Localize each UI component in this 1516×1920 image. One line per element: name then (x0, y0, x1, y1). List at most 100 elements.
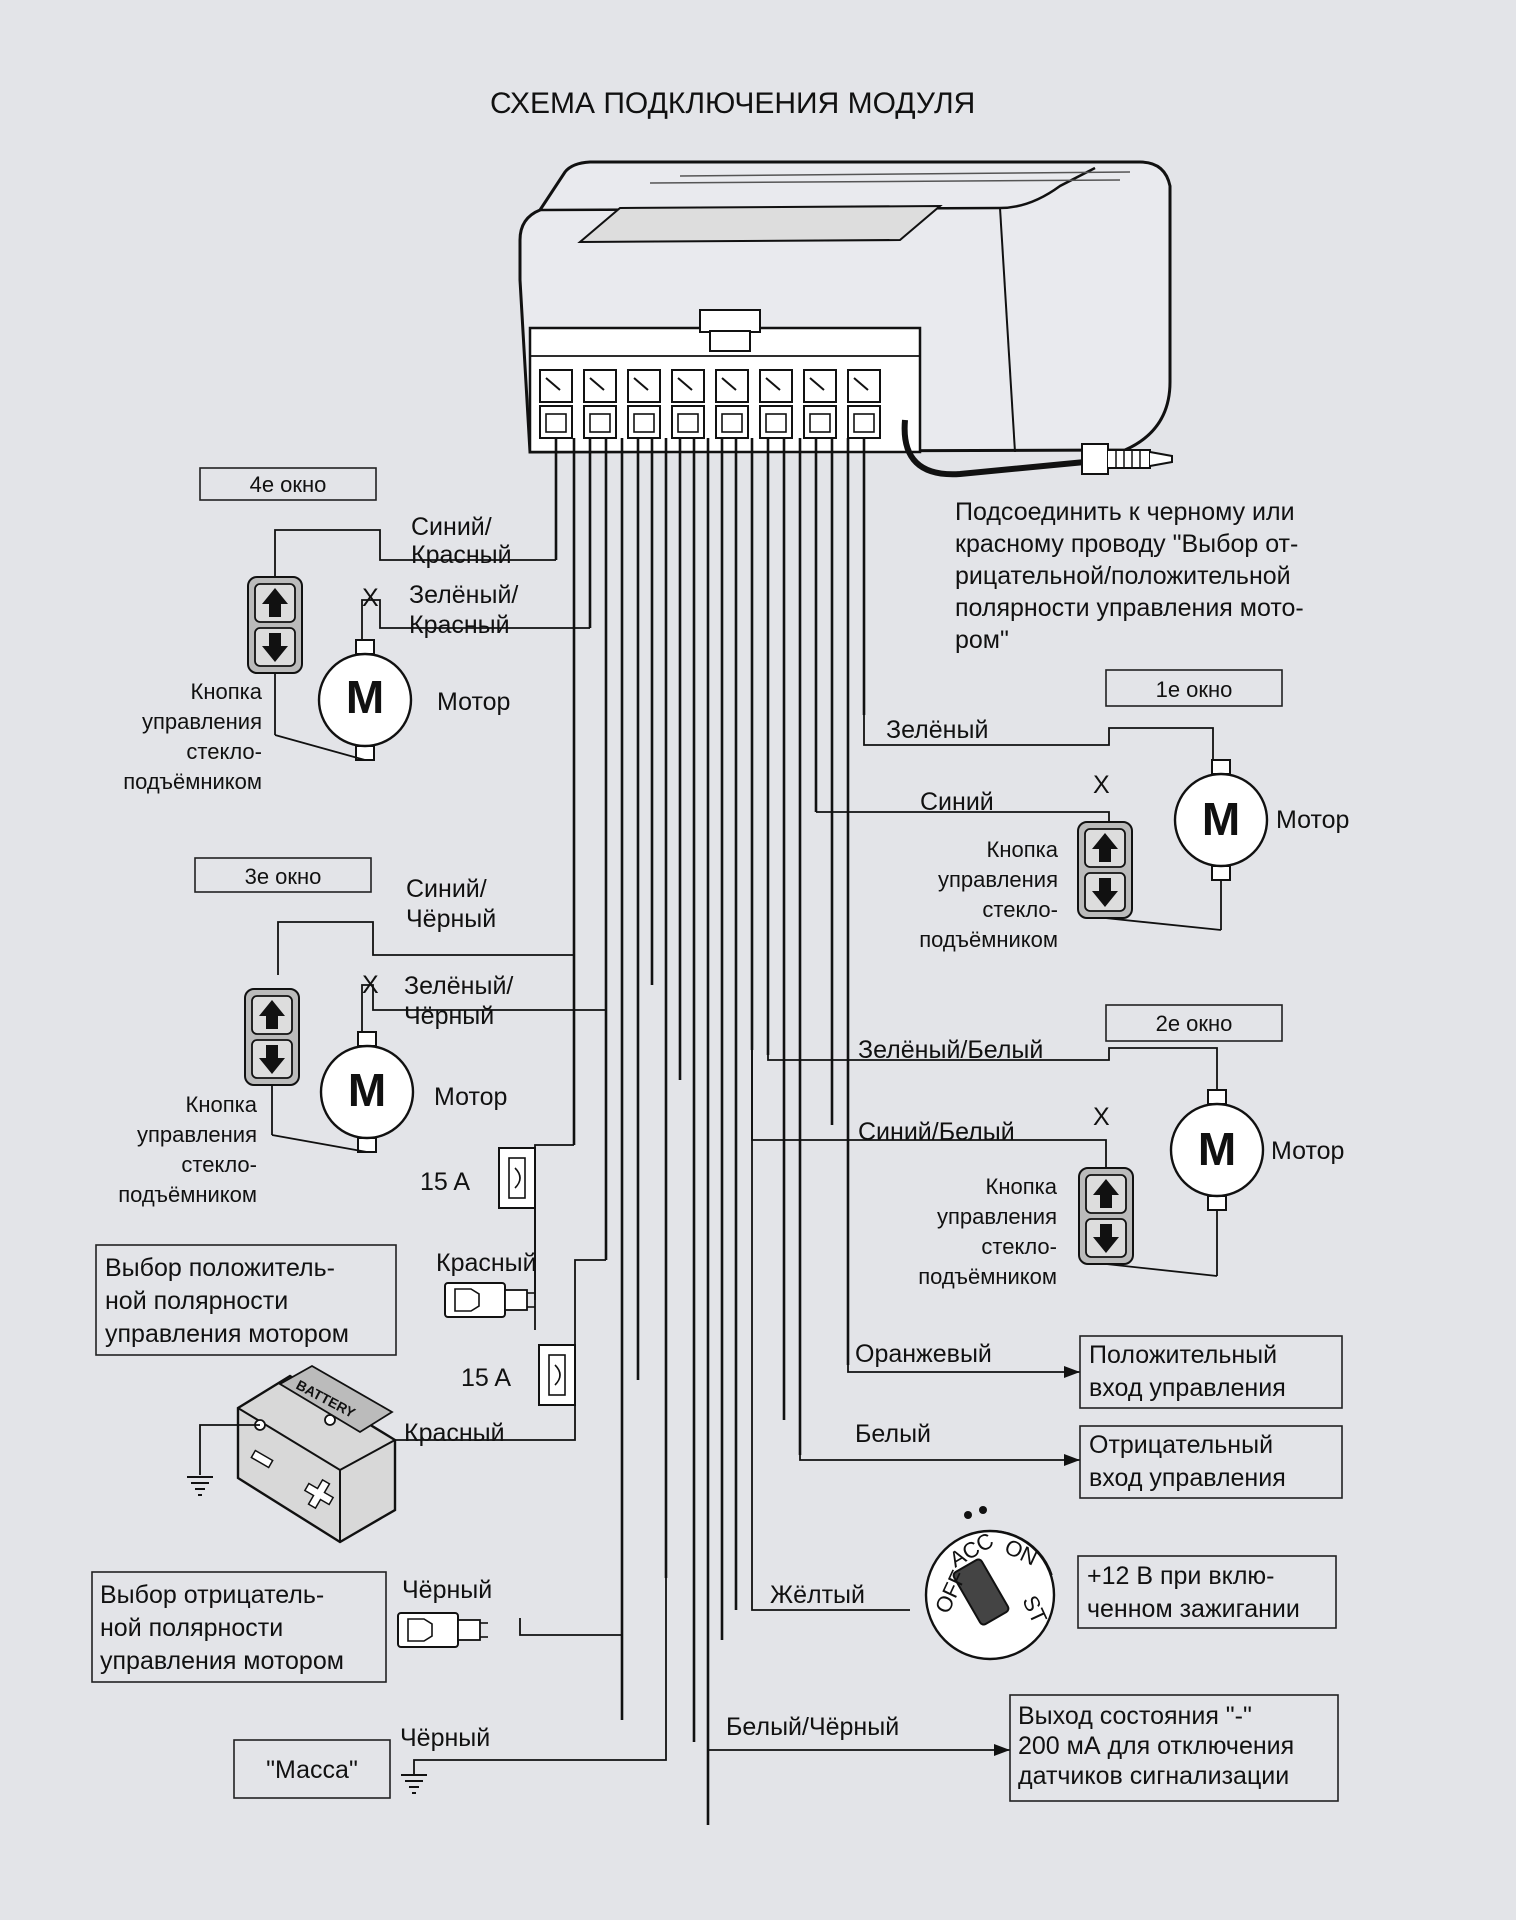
fuse-label: 15 A (461, 1364, 511, 1392)
output-orange: Оранжевый Положительный вход управления (847, 1335, 1343, 1409)
wire-label: Белый/Чёрный (726, 1713, 899, 1741)
window-3-group: 3е окно M Синий/ Чёрный X Зелёный/ Чёрны… (118, 857, 607, 1260)
svg-text:вход управления: вход управления (1089, 1374, 1286, 1402)
x-mark: X (1093, 1103, 1110, 1131)
svg-text:подъёмником: подъёмником (118, 1182, 257, 1207)
battery-icon: BATTERY (236, 1364, 397, 1544)
button-caption: Кнопка (986, 1174, 1058, 1199)
svg-text:датчиков сигнализации: датчиков сигнализации (1018, 1762, 1289, 1790)
svg-text:красному проводу "Выбор от-: красному проводу "Выбор от- (955, 530, 1298, 558)
wire-label: Синий/Белый (858, 1118, 1015, 1146)
input-box-text: Положительный (1089, 1341, 1277, 1369)
wire-label: Красный (404, 1419, 505, 1447)
output-yellow: Жёлтый OFF ACC ON ST +12 В при вклю- чен… (751, 1050, 1337, 1661)
battery-group: 15 A Красный BATTERY (186, 1259, 606, 1544)
motor-label: Мотор (1271, 1137, 1344, 1165)
ignition-switch-icon: OFF ACC ON ST (924, 1506, 1056, 1661)
svg-text:стекло-: стекло- (982, 897, 1058, 922)
diagram-title: СХЕМА ПОДКЛЮЧЕНИЯ МОДУЛЯ (490, 87, 975, 120)
svg-text:стекло-: стекло- (186, 739, 262, 764)
svg-text:рицательной/положительной: рицательной/положительной (955, 562, 1291, 590)
wire-label: Зелёный (886, 716, 988, 744)
fuse-icon (498, 1147, 536, 1209)
wire-bundle (554, 438, 866, 1825)
svg-text:управления: управления (938, 867, 1058, 892)
control-module (518, 160, 1173, 478)
motor-icon: M (346, 671, 384, 723)
svg-text:Подсоединить к черному или: Подсоединить к черному или (955, 498, 1295, 526)
wire-label: Красный (411, 541, 512, 569)
connector-plug-icon (444, 1282, 536, 1318)
x-mark: X (1093, 771, 1110, 799)
window-1-group: 1е окно M Зелёный Синий X Мотор Кнопка у… (816, 669, 1349, 952)
svg-text:вход управления: вход управления (1089, 1464, 1286, 1492)
connector-pins (539, 369, 881, 439)
wire-label: Синий/ (411, 513, 492, 541)
wire-label: Красный (409, 611, 510, 639)
input-box-text: +12 В при вклю- (1087, 1562, 1275, 1590)
button-caption: Кнопка (987, 837, 1059, 862)
svg-text:управления мотором: управления мотором (105, 1320, 349, 1348)
motor-icon: M (1202, 793, 1240, 845)
wire-label: Чёрный (406, 905, 496, 933)
button-caption: Кнопка (186, 1092, 258, 1117)
svg-text:стекло-: стекло- (981, 1234, 1057, 1259)
window-4-group: 4е окно M Синий/ Красный X Зелёный/ Крас… (123, 467, 590, 794)
svg-text:подъёмником: подъёмником (919, 927, 1058, 952)
connector-plug-icon (397, 1612, 489, 1648)
wire-label: Синий/ (406, 875, 487, 903)
window-2-label: 2е окно (1156, 1011, 1233, 1036)
window-1-label: 1е окно (1156, 677, 1233, 702)
x-mark: X (362, 971, 379, 999)
output-white-black: Белый/Чёрный Выход состояния "-" 200 мА … (707, 1694, 1339, 1825)
svg-text:управления: управления (137, 1122, 257, 1147)
motor-label: Мотор (434, 1083, 507, 1111)
button-caption: Кнопка (191, 679, 263, 704)
wire-label: Синий (920, 788, 994, 816)
window-2-group: 2е окно M Зелёный/Белый Синий/Белый X Мо… (751, 1004, 1344, 1289)
polarity-select-text: Выбор положитель- (105, 1254, 335, 1282)
input-box-text: Отрицательный (1089, 1431, 1273, 1459)
svg-text:200 мА для отключения: 200 мА для отключения (1018, 1732, 1294, 1760)
svg-text:управления мотором: управления мотором (100, 1647, 344, 1675)
output-box-text: Выход состояния "-" (1018, 1702, 1252, 1730)
svg-text:ной полярности: ной полярности (105, 1287, 288, 1315)
connector-plug-icon (1081, 443, 1173, 475)
wire-label: Оранжевый (855, 1340, 992, 1368)
svg-text:полярности управления мото-: полярности управления мото- (955, 594, 1304, 622)
window-4-label: 4е окно (250, 472, 327, 497)
ground-icon (400, 1774, 428, 1794)
positive-polarity-group: 15 A Красный Выбор положитель- ной поляр… (95, 1144, 574, 1356)
wire-label: Красный (436, 1249, 537, 1277)
motor-label: Мотор (1276, 806, 1349, 834)
fuse-icon (538, 1344, 576, 1406)
motor-icon: M (1198, 1123, 1236, 1175)
wire-label: Зелёный/ (404, 972, 513, 1000)
svg-text:ченном зажигании: ченном зажигании (1087, 1595, 1300, 1623)
svg-text:управления: управления (142, 709, 262, 734)
motor-icon: M (348, 1064, 386, 1116)
connector-note: Подсоединить к черному или красному пров… (955, 498, 1304, 654)
polarity-select-text: Выбор отрицатель- (100, 1581, 324, 1609)
wire-label: Чёрный (400, 1724, 490, 1752)
ground-icon (186, 1476, 214, 1496)
negative-polarity-group: Чёрный Выбор отрицатель- ной полярности … (91, 1571, 623, 1720)
x-mark: X (362, 584, 379, 612)
svg-text:ром": ром" (955, 626, 1009, 654)
wire-label: Зелёный/ (409, 581, 518, 609)
wire-label: Зелёный/Белый (858, 1036, 1043, 1064)
svg-text:ной полярности: ной полярности (100, 1614, 283, 1642)
motor-label: Мотор (437, 688, 510, 716)
fuse-label: 15 A (420, 1168, 470, 1196)
svg-text:управления: управления (937, 1204, 1057, 1229)
svg-text:подъёмником: подъёмником (123, 769, 262, 794)
ground-label: "Масса" (266, 1756, 358, 1784)
wire-label: Белый (855, 1420, 931, 1448)
wire-label: Чёрный (402, 1576, 492, 1604)
svg-text:стекло-: стекло- (181, 1152, 257, 1177)
ground-group: Чёрный "Масса" (233, 1578, 667, 1799)
wire-label: Жёлтый (770, 1581, 865, 1609)
output-white: Белый Отрицательный вход управления (799, 1420, 1343, 1499)
svg-text:подъёмником: подъёмником (918, 1264, 1057, 1289)
